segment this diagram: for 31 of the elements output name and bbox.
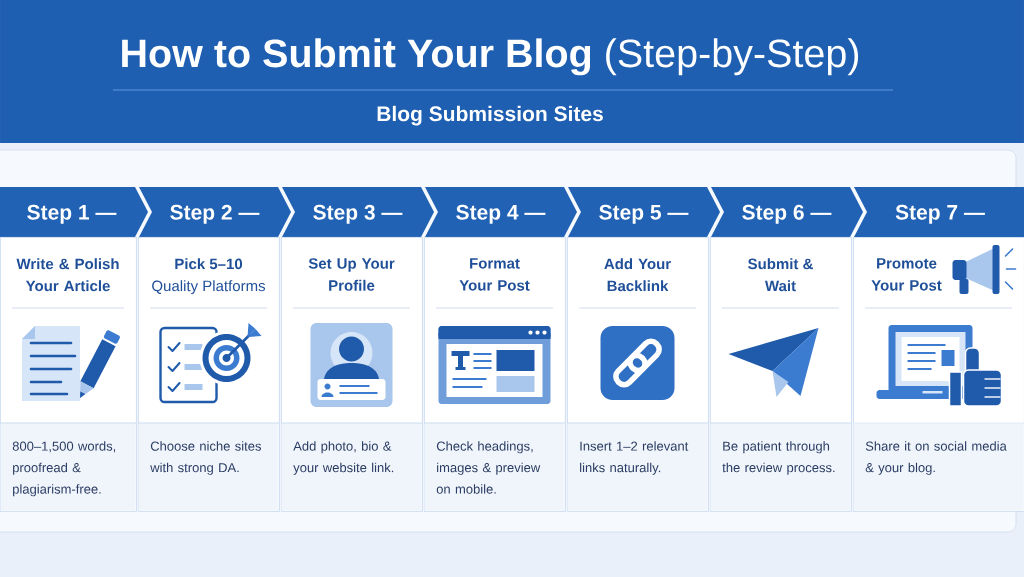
- card-description: 800–1,500 words, proofread & plagiarism-free.: [12, 441, 116, 497]
- step-banner: Step 1 —: [0, 187, 148, 237]
- node-label: Step 4 —: [456, 204, 546, 224]
- step-card: [137, 237, 280, 512]
- step-banner: Step 6 —: [711, 187, 863, 237]
- card-heading: Format Your Post: [459, 258, 530, 291]
- step-banner: Step 7 —: [854, 187, 1024, 237]
- node-label: Step 2 —: [170, 204, 260, 224]
- card-heading: Promote Your Post: [871, 258, 942, 291]
- card-heading: Add Your Backlink: [604, 258, 671, 292]
- card-description: Check headings, images & preview on mobile.: [436, 441, 541, 494]
- card-heading: Pick 5–10 Quality Platforms: [152, 258, 266, 295]
- card-description: Add photo, bio & your website link.: [293, 441, 394, 475]
- card-heading: Set Up Your Profile: [308, 258, 395, 291]
- subtitle: Blog Submission Sites: [377, 105, 603, 126]
- step-banner: Step 3 —: [282, 187, 434, 237]
- card-description: Share it on social media & your blog.: [865, 441, 1007, 475]
- node-label: Step 6 —: [742, 204, 832, 224]
- title: How to Submit Your Blog (Step-by-Step): [122, 38, 859, 76]
- node-label: Step 7 —: [895, 204, 985, 224]
- card-description: Choose niche sites with strong DA.: [150, 441, 261, 475]
- node-label: Step 3 —: [313, 204, 403, 224]
- card-heading: Submit & Wait: [748, 258, 813, 292]
- step-banner: Step 5 —: [568, 187, 720, 237]
- card-description: Be patient through the review process.: [722, 441, 835, 475]
- step-card: [709, 237, 852, 512]
- node-label: Step 5 —: [599, 204, 689, 224]
- card-heading: Write & Polish Your Article: [16, 258, 119, 292]
- step-banner: Step 2 —: [139, 187, 291, 237]
- card-description: Insert 1–2 relevant links naturally.: [580, 441, 689, 475]
- step-banner: Step 4 —: [425, 187, 577, 237]
